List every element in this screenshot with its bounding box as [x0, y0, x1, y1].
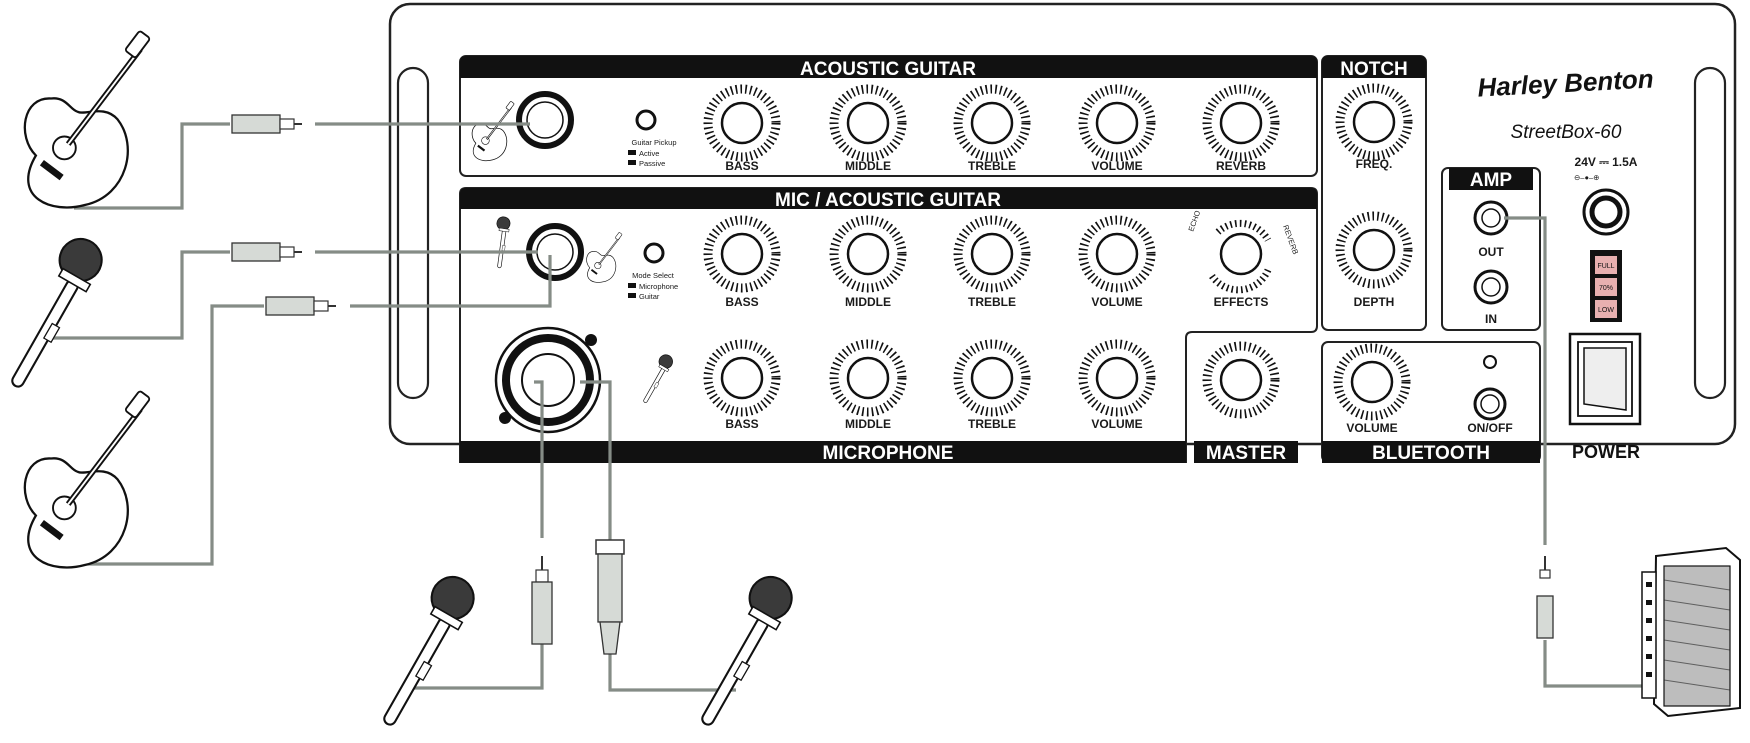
notch-freq-label: FREQ.	[1356, 157, 1393, 171]
jack-plug-vertical	[531, 556, 553, 645]
amp-out-label: OUT	[1478, 245, 1504, 259]
power-section: 24V ⎓ 1.5A ⊖–●–⊕ FULL 70% LOW POWER	[1568, 155, 1642, 462]
acoustic-bass-label: BASS	[725, 159, 758, 173]
jack-plug-acoustic	[231, 114, 303, 134]
mic-volume-knob[interactable]	[1083, 344, 1151, 412]
mic-acoustic-title: MIC / ACOUSTIC GUITAR	[775, 190, 1001, 211]
acoustic-input-jack[interactable]	[516, 91, 574, 149]
bluetooth-on-off-label: ON/OFF	[1467, 421, 1512, 435]
mic-bass-knob[interactable]	[708, 344, 776, 412]
master-knob[interactable]	[1207, 346, 1275, 414]
pickup-option-passive: Passive	[639, 159, 665, 168]
mini-jack-plug	[1536, 556, 1554, 639]
pickup-switch-label: Guitar Pickup	[631, 138, 676, 147]
mic-acoustic-volume-knob[interactable]	[1083, 220, 1151, 288]
notch-freq-knob[interactable]	[1340, 88, 1408, 156]
amp-in-label: IN	[1485, 312, 1497, 326]
microphone-icon-3	[708, 570, 796, 731]
acoustic-bass-knob[interactable]	[708, 89, 776, 157]
notch-title: NOTCH	[1340, 59, 1408, 80]
acoustic-treble-label: TREBLE	[968, 159, 1016, 173]
xlr-plug-vertical	[595, 539, 625, 655]
bluetooth-section: VOLUME ON/OFF BLUETOOTH	[1321, 341, 1541, 464]
mode-select-switch[interactable]	[643, 242, 665, 264]
mic-middle-knob[interactable]	[834, 344, 902, 412]
acoustic-volume-knob[interactable]	[1083, 89, 1151, 157]
jack-plug-guitar-2	[265, 296, 337, 316]
amp-in-jack[interactable]	[1473, 269, 1509, 305]
acoustic-reverb-label: REVERB	[1216, 159, 1266, 173]
acoustic-guitar-channel: ACOUSTIC GUITAR Guitar Pickup Active Pas…	[459, 55, 1318, 177]
notch-depth-label: DEPTH	[1354, 295, 1395, 309]
mic-bass-label: BASS	[725, 417, 758, 431]
amp-out-jack[interactable]	[1473, 200, 1509, 236]
power-rocker-switch[interactable]	[1568, 332, 1642, 426]
microphone-channel: BASS MIDDLE TREBLE VOLUME MICROPHONE	[460, 326, 1186, 464]
mic-acoustic-treble-knob[interactable]	[958, 220, 1026, 288]
mic-acoustic-bass-knob[interactable]	[708, 220, 776, 288]
mic-treble-label: TREBLE	[968, 417, 1016, 431]
left-handle[interactable]	[396, 66, 430, 400]
mode-option-microphone: Microphone	[639, 282, 678, 291]
pickup-option-active: Active	[639, 149, 659, 158]
notch-depth-knob[interactable]	[1340, 216, 1408, 284]
acoustic-guitar-title: ACOUSTIC GUITAR	[800, 59, 976, 80]
dc-power-jack[interactable]	[1582, 188, 1630, 236]
model-name: StreetBox-60	[1511, 122, 1622, 143]
mic-acoustic-treble-label: TREBLE	[968, 295, 1016, 309]
right-handle[interactable]	[1693, 66, 1727, 400]
mode-select-label: Mode Select	[632, 271, 675, 280]
mic-middle-label: MIDDLE	[845, 417, 891, 431]
power-rating: 24V ⎓ 1.5A	[1575, 155, 1638, 169]
mic-acoustic-bass-label: BASS	[725, 295, 758, 309]
jack-plug-mic-acoustic	[231, 242, 303, 262]
notch-section: NOTCH FREQ. DEPTH	[1321, 55, 1427, 331]
mic-acoustic-volume-label: VOLUME	[1091, 295, 1142, 309]
bluetooth-volume-label: VOLUME	[1346, 421, 1397, 435]
effects-knob[interactable]	[1209, 219, 1272, 294]
mic-treble-knob[interactable]	[958, 344, 1026, 412]
acoustic-middle-knob[interactable]	[834, 89, 902, 157]
master-title: MASTER	[1206, 443, 1287, 464]
mic-acoustic-middle-label: MIDDLE	[845, 295, 891, 309]
acoustic-guitar-icon-2	[25, 390, 150, 567]
xlr-combo-jack[interactable]	[494, 326, 602, 434]
battery-low-label: LOW	[1598, 307, 1614, 314]
acoustic-volume-label: VOLUME	[1091, 159, 1142, 173]
bluetooth-led	[1483, 355, 1497, 369]
acoustic-reverb-knob[interactable]	[1207, 89, 1275, 157]
power-label: POWER	[1572, 442, 1640, 462]
mic-acoustic-effects-label: EFFECTS	[1214, 295, 1269, 309]
pickup-switch[interactable]	[635, 109, 657, 131]
mic-acoustic-middle-knob[interactable]	[834, 220, 902, 288]
amp-section: AMP OUT IN	[1441, 167, 1541, 331]
microphone-icon	[18, 232, 106, 393]
mic-volume-label: VOLUME	[1091, 417, 1142, 431]
acoustic-treble-knob[interactable]	[958, 89, 1026, 157]
battery-indicator: FULL 70% LOW	[1590, 250, 1622, 322]
bluetooth-on-off-button[interactable]	[1473, 387, 1507, 421]
microphone-icon-2	[390, 570, 478, 731]
battery-70-label: 70%	[1599, 285, 1613, 292]
amp-title: AMP	[1470, 170, 1513, 191]
mode-option-guitar: Guitar	[639, 292, 660, 301]
acoustic-middle-label: MIDDLE	[845, 159, 891, 173]
bluetooth-title: BLUETOOTH	[1372, 443, 1490, 464]
mic-acoustic-input-jack[interactable]	[526, 223, 584, 281]
bluetooth-volume-knob[interactable]	[1338, 348, 1406, 416]
polarity-icon: ⊖–●–⊕	[1574, 173, 1599, 182]
master-section: MASTER	[1194, 346, 1298, 464]
battery-full-label: FULL	[1597, 263, 1614, 270]
acoustic-guitar-icon	[25, 30, 150, 207]
microphone-title: MICROPHONE	[823, 443, 954, 464]
bluetooth-speaker-icon	[1641, 546, 1741, 718]
